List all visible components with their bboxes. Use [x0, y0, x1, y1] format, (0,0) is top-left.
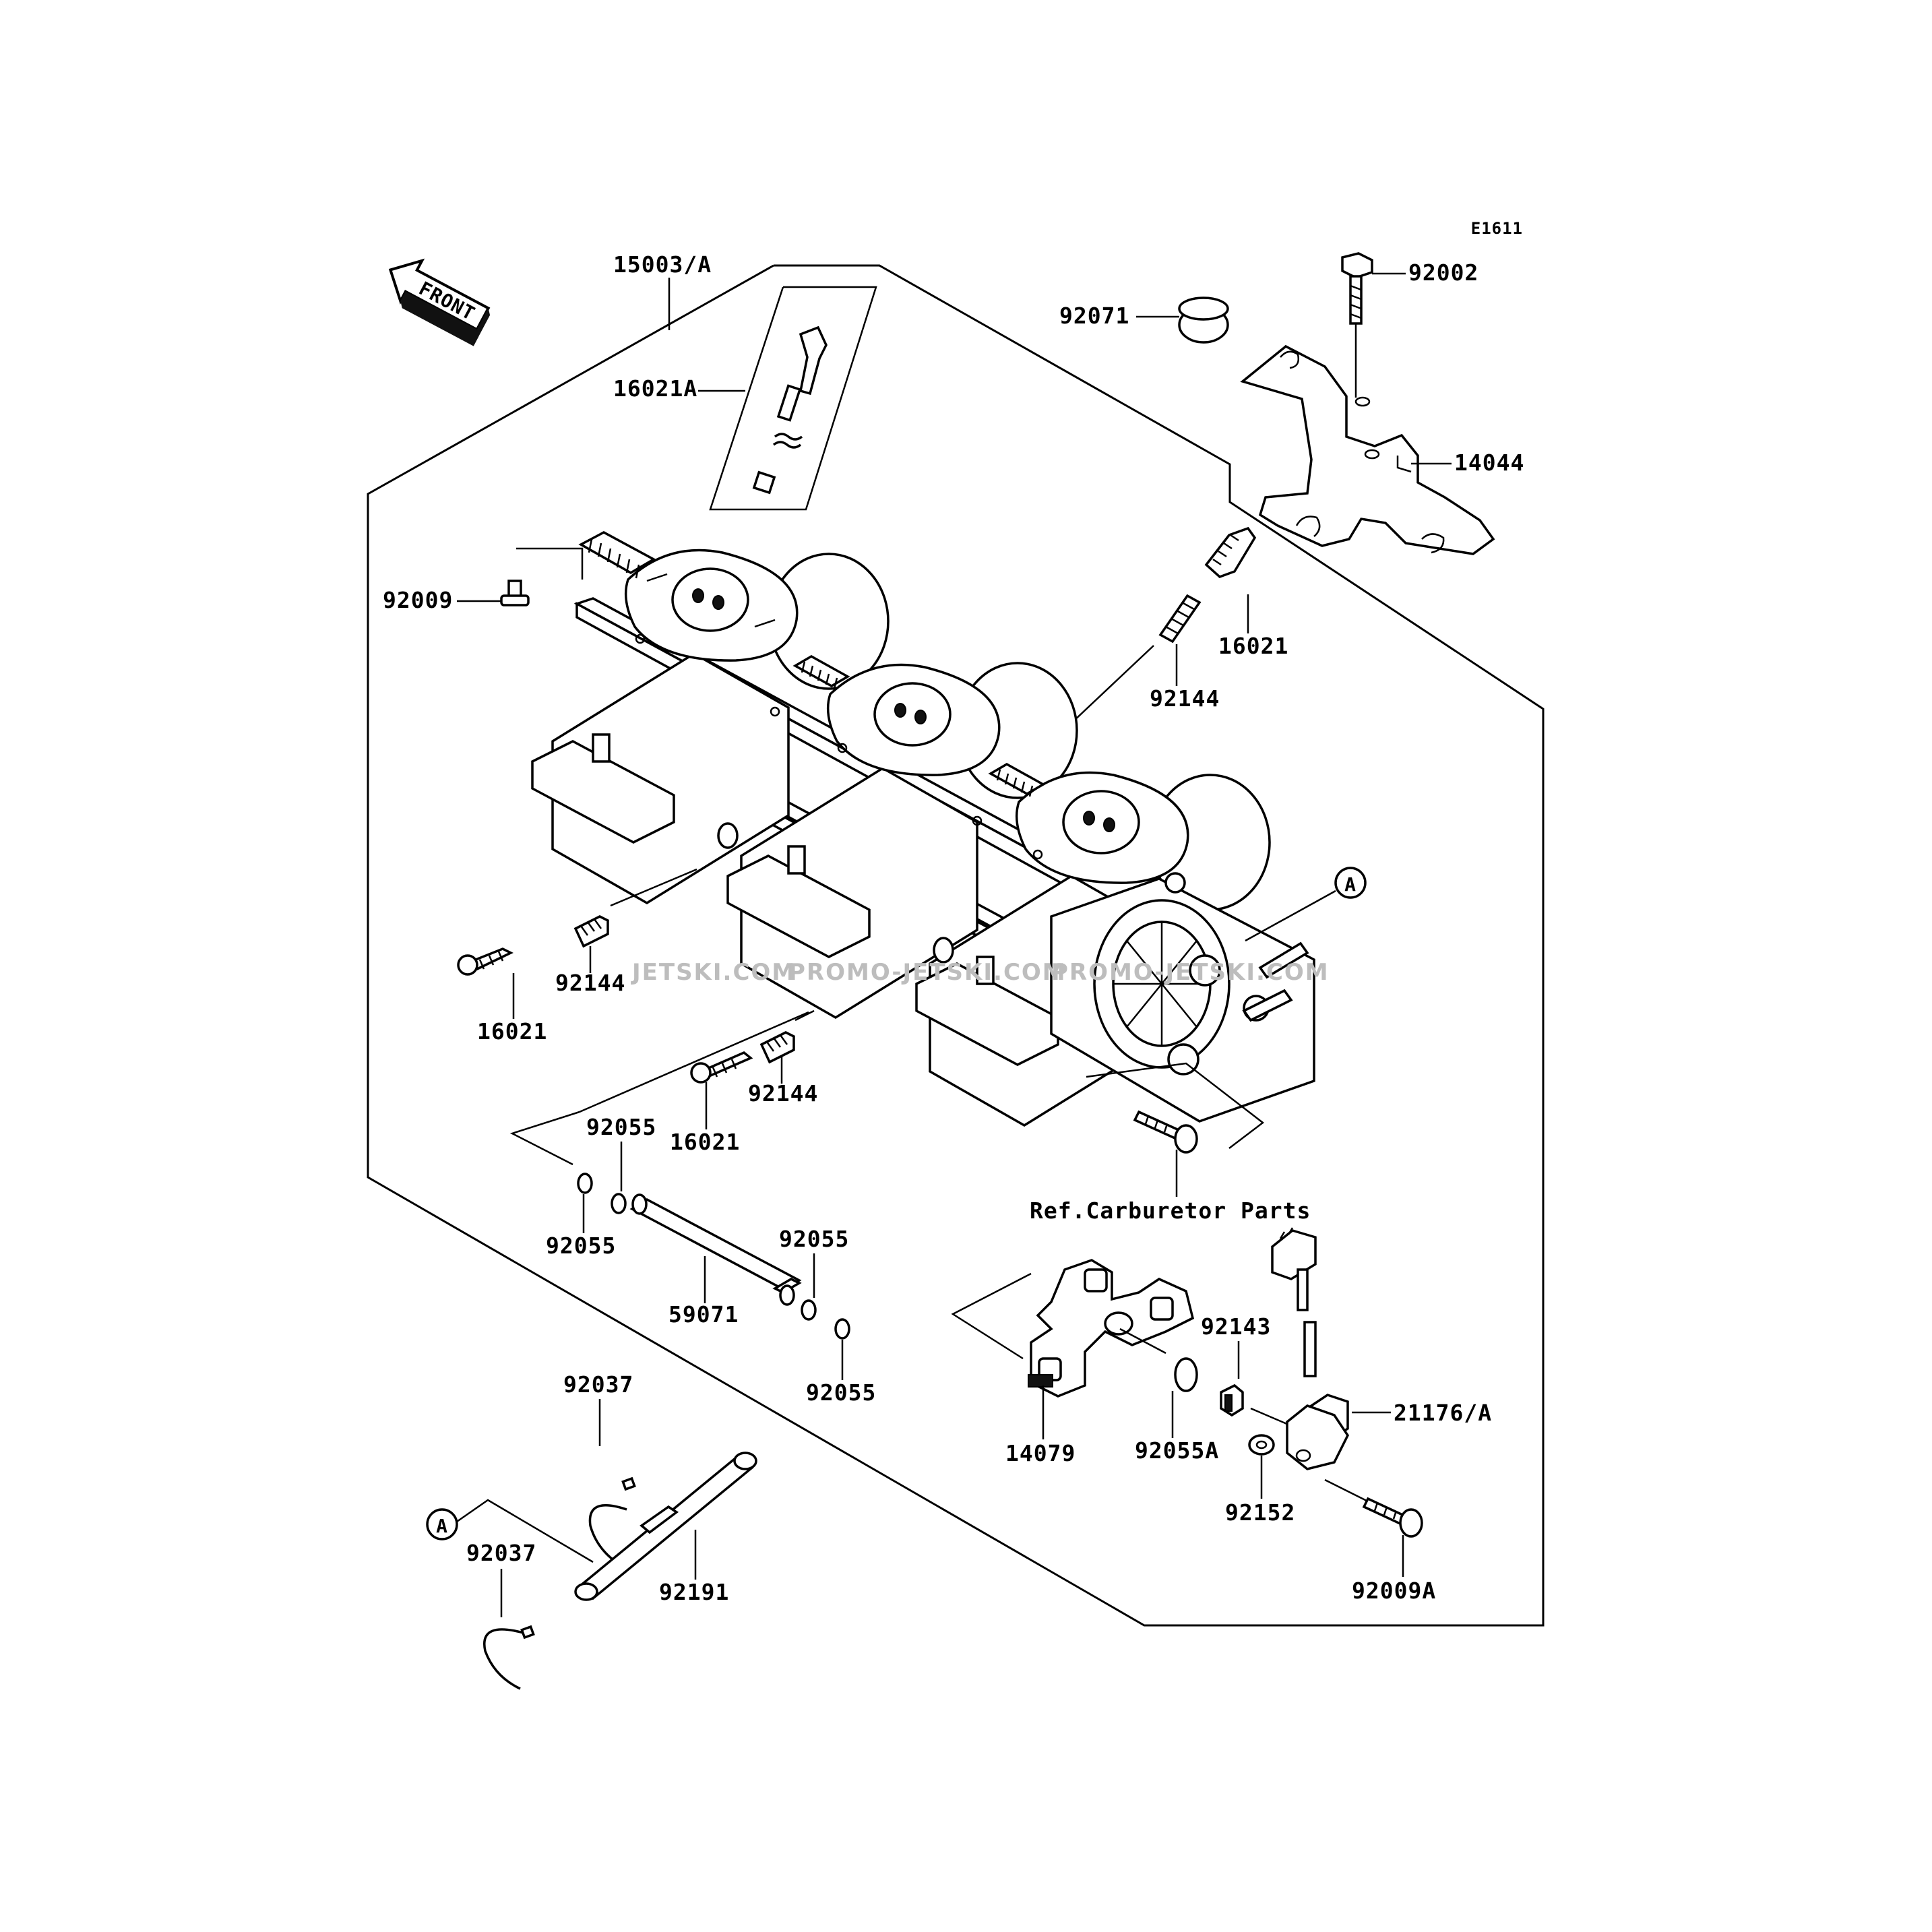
hose-92191 — [574, 1452, 757, 1601]
label-92143: 92143 — [1201, 1313, 1271, 1340]
o-ring-92055-top — [611, 1193, 627, 1214]
clamp-92037-top — [588, 1476, 636, 1566]
label-92009: 92009 — [383, 587, 453, 613]
label-16021-left: 16021 — [477, 1018, 547, 1045]
ref-carburetor-note: Ref.Carburetor Parts — [1030, 1197, 1311, 1224]
label-92152: 92152 — [1225, 1499, 1295, 1526]
label-15003A: 15003/A — [613, 251, 712, 278]
front-arrow-icon: FRONT — [388, 258, 491, 346]
carburetor-assembly — [531, 531, 1315, 1127]
washer-92152 — [1248, 1434, 1275, 1456]
screw-92009A — [1362, 1497, 1423, 1538]
marker-a-bottom-label: A — [436, 1515, 448, 1537]
o-ring-92055-left — [577, 1173, 593, 1194]
o-ring-92055A — [1174, 1357, 1198, 1392]
marker-a-top — [1334, 867, 1367, 899]
o-ring-92055-bottom — [834, 1318, 850, 1340]
label-16021A: 16021A — [613, 375, 697, 402]
bracket-14044 — [1240, 344, 1495, 555]
watermark-3: PROMO-JETSKI.COM — [1051, 959, 1330, 986]
throttle-stop-screw-right — [1158, 526, 1257, 644]
assembly-boundary — [367, 264, 1545, 1627]
label-92144-center: 92144 — [748, 1080, 818, 1107]
label-14079: 14079 — [1005, 1440, 1076, 1466]
label-92071: 92071 — [1059, 303, 1129, 329]
clamp-92037-bottom — [483, 1625, 535, 1690]
label-92144-left: 92144 — [555, 970, 625, 996]
label-59071: 59071 — [668, 1301, 739, 1328]
label-92055-bottom: 92055 — [806, 1379, 876, 1406]
label-92055A: 92055A — [1135, 1437, 1219, 1464]
clip-92143 — [1220, 1383, 1244, 1417]
o-ring-92055-mid — [801, 1299, 817, 1321]
watermark-2: PROMO-JETSKI.COM — [788, 959, 1067, 986]
label-16021-right: 16021 — [1218, 633, 1288, 659]
label-92055-mid: 92055 — [779, 1226, 849, 1252]
label-16021-center: 16021 — [670, 1129, 740, 1155]
fuel-pipe-59071 — [629, 1193, 802, 1306]
label-92037-top: 92037 — [563, 1371, 633, 1398]
throttle-stop-screw-center — [690, 1031, 795, 1084]
diagram-code: E1611 — [1471, 219, 1523, 238]
label-92037-bottom: 92037 — [466, 1540, 536, 1566]
label-92144-right: 92144 — [1150, 685, 1220, 712]
label-92055-top: 92055 — [586, 1114, 656, 1140]
grommet-92071 — [1178, 297, 1229, 344]
bolt-92002 — [1341, 252, 1373, 325]
choke-knob-21176A — [1271, 1227, 1350, 1470]
throttle-stop-screw-left — [457, 915, 609, 976]
label-92191: 92191 — [659, 1579, 729, 1605]
screw-ref-carburetor — [1133, 1110, 1198, 1154]
label-14044: 14044 — [1454, 449, 1524, 476]
label-21176A: 21176/A — [1394, 1400, 1492, 1426]
label-92055-left: 92055 — [546, 1233, 616, 1259]
marker-a-bottom — [426, 1508, 458, 1540]
marker-a-top-label: A — [1344, 873, 1357, 896]
pilot-screw-kit — [752, 325, 828, 495]
watermark-1: JETSKI.COM — [631, 959, 796, 986]
label-92009A: 92009A — [1352, 1578, 1436, 1604]
label-92002: 92002 — [1408, 259, 1478, 286]
screw-92009 — [500, 580, 530, 606]
mount-plate-14079 — [1028, 1259, 1195, 1398]
